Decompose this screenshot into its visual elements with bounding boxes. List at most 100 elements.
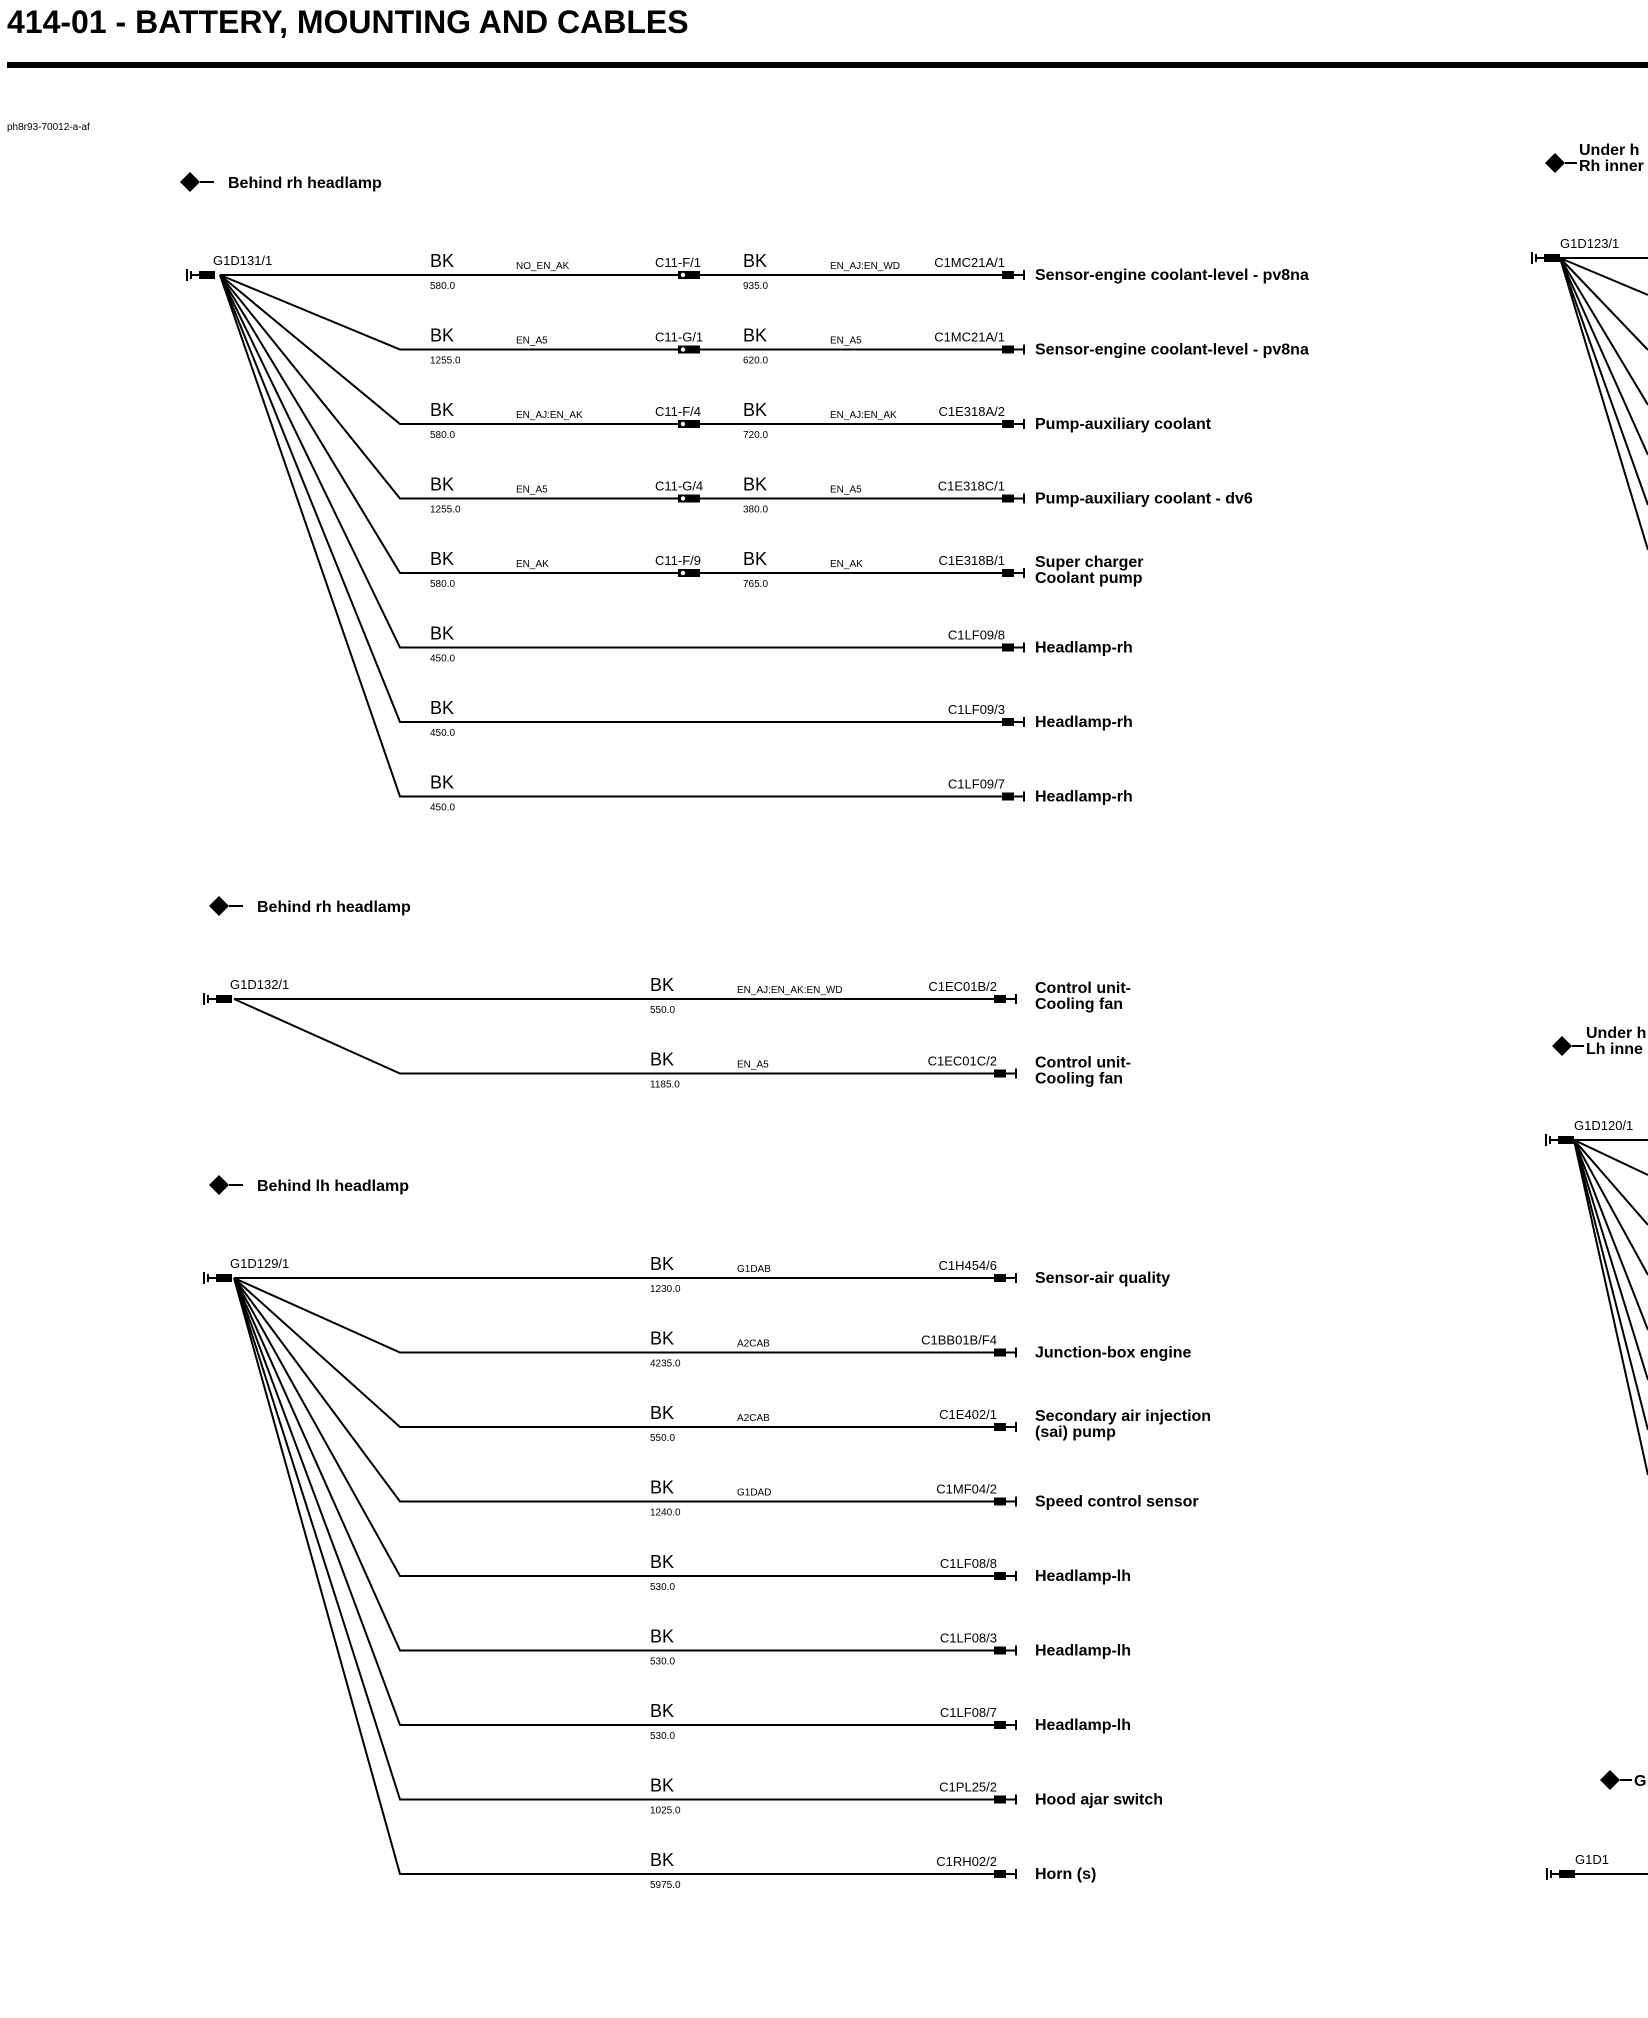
wire-color: BK bbox=[650, 1776, 674, 1796]
wire-length-2: 765.0 bbox=[743, 579, 768, 590]
connector-id: C1BB01B/F4 bbox=[921, 1333, 997, 1348]
connector-pin-icon bbox=[994, 1720, 1017, 1730]
wire-color: BK bbox=[430, 326, 454, 346]
component-label: Control unit- bbox=[1035, 980, 1131, 997]
connector-pin-icon bbox=[994, 1571, 1017, 1581]
harness-code: EN_A5 bbox=[516, 485, 548, 496]
harness-code: G1DAD bbox=[737, 1488, 771, 1499]
wire-color: BK bbox=[430, 475, 454, 495]
harness-code: NO_EN_AK bbox=[516, 261, 570, 272]
wire-length: 530.0 bbox=[650, 1731, 675, 1742]
wire-line bbox=[1559, 257, 1648, 456]
connector-id: C1EC01C/2 bbox=[928, 1054, 997, 1069]
connector-id: C1LF09/7 bbox=[948, 777, 1005, 792]
location-label: Under h bbox=[1579, 142, 1639, 159]
inline-connector-id: C11-G/1 bbox=[655, 330, 703, 345]
wire-length: 1255.0 bbox=[430, 356, 461, 367]
connector-id: C1H454/6 bbox=[938, 1258, 997, 1273]
ground-group-partial: G G1D1 bbox=[1546, 1770, 1648, 1880]
connector-pin-icon bbox=[994, 1645, 1017, 1656]
wire-line bbox=[233, 1277, 997, 1726]
wire-color: BK bbox=[650, 1627, 674, 1647]
wire-line bbox=[1573, 1139, 1648, 1431]
location-marker-icon bbox=[1600, 1770, 1620, 1790]
harness-code: A2CAB bbox=[737, 1413, 770, 1424]
wire-line bbox=[1559, 257, 1648, 406]
wire-length: 1240.0 bbox=[650, 1508, 681, 1519]
harness-code: A2CAB bbox=[737, 1339, 770, 1350]
wire-length: 1025.0 bbox=[650, 1806, 681, 1817]
connector-pin-icon bbox=[1002, 642, 1025, 653]
wire-line bbox=[219, 274, 1005, 723]
component-label-line-2: (sai) pump bbox=[1035, 1424, 1116, 1441]
connector-id: C1LF09/3 bbox=[948, 702, 1005, 717]
wire-line bbox=[1573, 1139, 1648, 1381]
component-label: Control unit- bbox=[1035, 1055, 1131, 1072]
wire-color: BK bbox=[650, 1701, 674, 1721]
location-label: Under h bbox=[1586, 1025, 1646, 1042]
ground-eyelet-icon bbox=[1531, 252, 1560, 264]
location-label-line-2: Rh inner bbox=[1579, 158, 1644, 175]
harness-code: EN_AK bbox=[516, 559, 549, 570]
ground-id: G1D123/1 bbox=[1560, 236, 1619, 251]
ground-eyelet-icon bbox=[203, 1272, 232, 1284]
connector-id: C1E318A/2 bbox=[939, 404, 1006, 419]
wire-line bbox=[233, 998, 997, 1075]
connector-pin-icon bbox=[994, 994, 1017, 1004]
connector-id: C1LF08/7 bbox=[940, 1705, 997, 1720]
connector-id: C1E402/1 bbox=[939, 1407, 997, 1422]
connector-pin-icon bbox=[1002, 568, 1025, 578]
wire-length: 450.0 bbox=[430, 728, 455, 739]
connector-pin-icon bbox=[1002, 270, 1025, 280]
harness-code: G1DAB bbox=[737, 1264, 771, 1275]
connector-pin-icon bbox=[1002, 717, 1025, 727]
inline-connector-icon bbox=[678, 420, 700, 428]
harness-code-2: EN_AJ:EN_WD bbox=[830, 261, 900, 272]
wire-line bbox=[233, 1277, 997, 1354]
component-label: Hood ajar switch bbox=[1035, 1792, 1163, 1809]
component-label: Sensor-engine coolant-level - pv8na bbox=[1035, 267, 1309, 284]
connector-pin-icon bbox=[994, 1869, 1017, 1879]
wire-line bbox=[219, 274, 1005, 351]
connector-id: C1MF04/2 bbox=[936, 1482, 997, 1497]
component-label-line-2: Cooling fan bbox=[1035, 1071, 1123, 1088]
connector-pin-icon bbox=[994, 1794, 1017, 1805]
wire-line bbox=[233, 1277, 997, 1652]
wire-length: 450.0 bbox=[430, 803, 455, 814]
location-label: Behind lh headlamp bbox=[257, 1178, 409, 1195]
wire-color: BK bbox=[430, 698, 454, 718]
ground-eyelet-icon bbox=[1546, 1868, 1575, 1880]
wire-length-2: 620.0 bbox=[743, 356, 768, 367]
wire-line bbox=[233, 1277, 997, 1428]
wire-line bbox=[219, 274, 1005, 649]
component-label: Headlamp-rh bbox=[1035, 789, 1133, 806]
wire-length: 530.0 bbox=[650, 1582, 675, 1593]
harness-code-2: EN_A5 bbox=[830, 336, 862, 347]
wire-color: BK bbox=[650, 1329, 674, 1349]
ground-id: G1D129/1 bbox=[230, 1256, 289, 1271]
wire-length-2: 935.0 bbox=[743, 281, 768, 292]
wire-color-2: BK bbox=[743, 549, 767, 569]
component-label: Headlamp-lh bbox=[1035, 1717, 1131, 1734]
inline-connector-id: C11-F/9 bbox=[655, 553, 701, 568]
ground-id: G1D120/1 bbox=[1574, 1118, 1633, 1133]
location-label: G bbox=[1634, 1773, 1646, 1790]
wire-color: BK bbox=[430, 773, 454, 793]
inline-connector-id: C11-F/1 bbox=[655, 255, 701, 270]
wire-length-2: 380.0 bbox=[743, 505, 768, 516]
ground-id: G1D1 bbox=[1575, 1852, 1609, 1867]
location-label-line-2: Lh inne bbox=[1586, 1041, 1643, 1058]
wire-color: BK bbox=[650, 1552, 674, 1572]
harness-code-2: EN_AK bbox=[830, 559, 863, 570]
connector-id: C1MC21A/1 bbox=[934, 255, 1005, 270]
